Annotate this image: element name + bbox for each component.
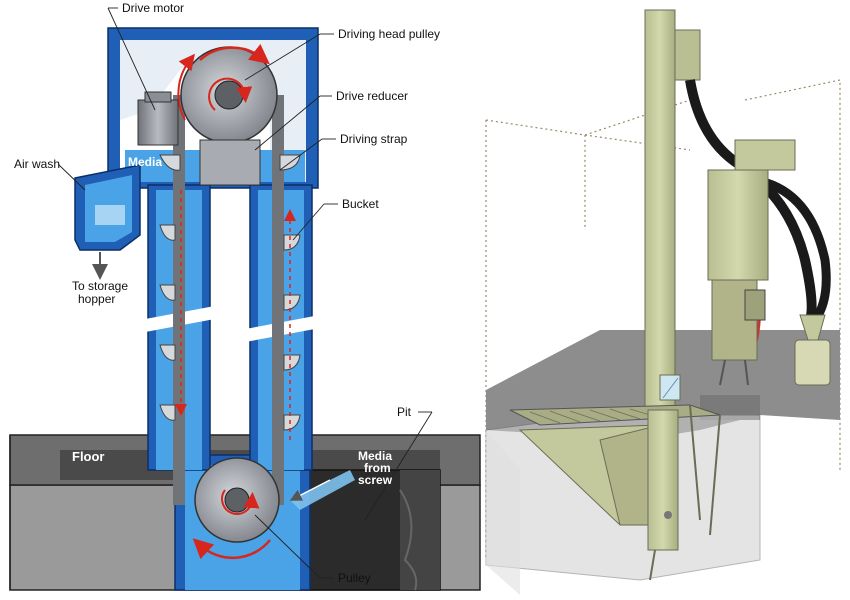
air-wash: [74, 164, 141, 280]
drive-reducer: [199, 139, 261, 186]
drive-motor: [137, 91, 179, 146]
label-to-storage-2: hopper: [78, 292, 115, 306]
label-bucket: Bucket: [342, 197, 379, 211]
label-pulley: Pulley: [338, 571, 371, 585]
pit: [299, 469, 441, 591]
tail-pulley: [192, 457, 280, 560]
label-media-from-2: from: [364, 461, 391, 475]
hopper: [518, 409, 679, 581]
label-media-from-1: Media: [358, 449, 392, 463]
label-driving-head-pulley: Driving head pulley: [338, 27, 440, 41]
label-floor: Floor: [72, 449, 105, 464]
buckets: [159, 154, 301, 431]
label-air-wash: Air wash: [14, 157, 60, 171]
driving-strap: [173, 95, 284, 505]
media-from-screw: [289, 470, 355, 510]
label-media: Media: [128, 155, 162, 169]
label-driving-strap: Driving strap: [340, 132, 408, 146]
flow-arrows: [175, 190, 296, 440]
label-pit: Pit: [397, 405, 412, 419]
right-diagram: [485, 9, 841, 595]
dust-collector: [794, 314, 831, 386]
driving-head-pulley: [177, 43, 278, 144]
left-labels: Drive motor Driving head pulley Drive re…: [14, 1, 440, 585]
left-diagram: Drive motor Driving head pulley Drive re…: [9, 1, 481, 591]
label-drive-reducer: Drive reducer: [336, 89, 408, 103]
label-drive-motor: Drive motor: [122, 1, 184, 15]
separator-cabinet: [707, 139, 796, 386]
elevator-tower: [644, 9, 701, 411]
label-to-storage-1: To storage: [72, 279, 128, 293]
label-media-from-3: screw: [358, 473, 393, 487]
